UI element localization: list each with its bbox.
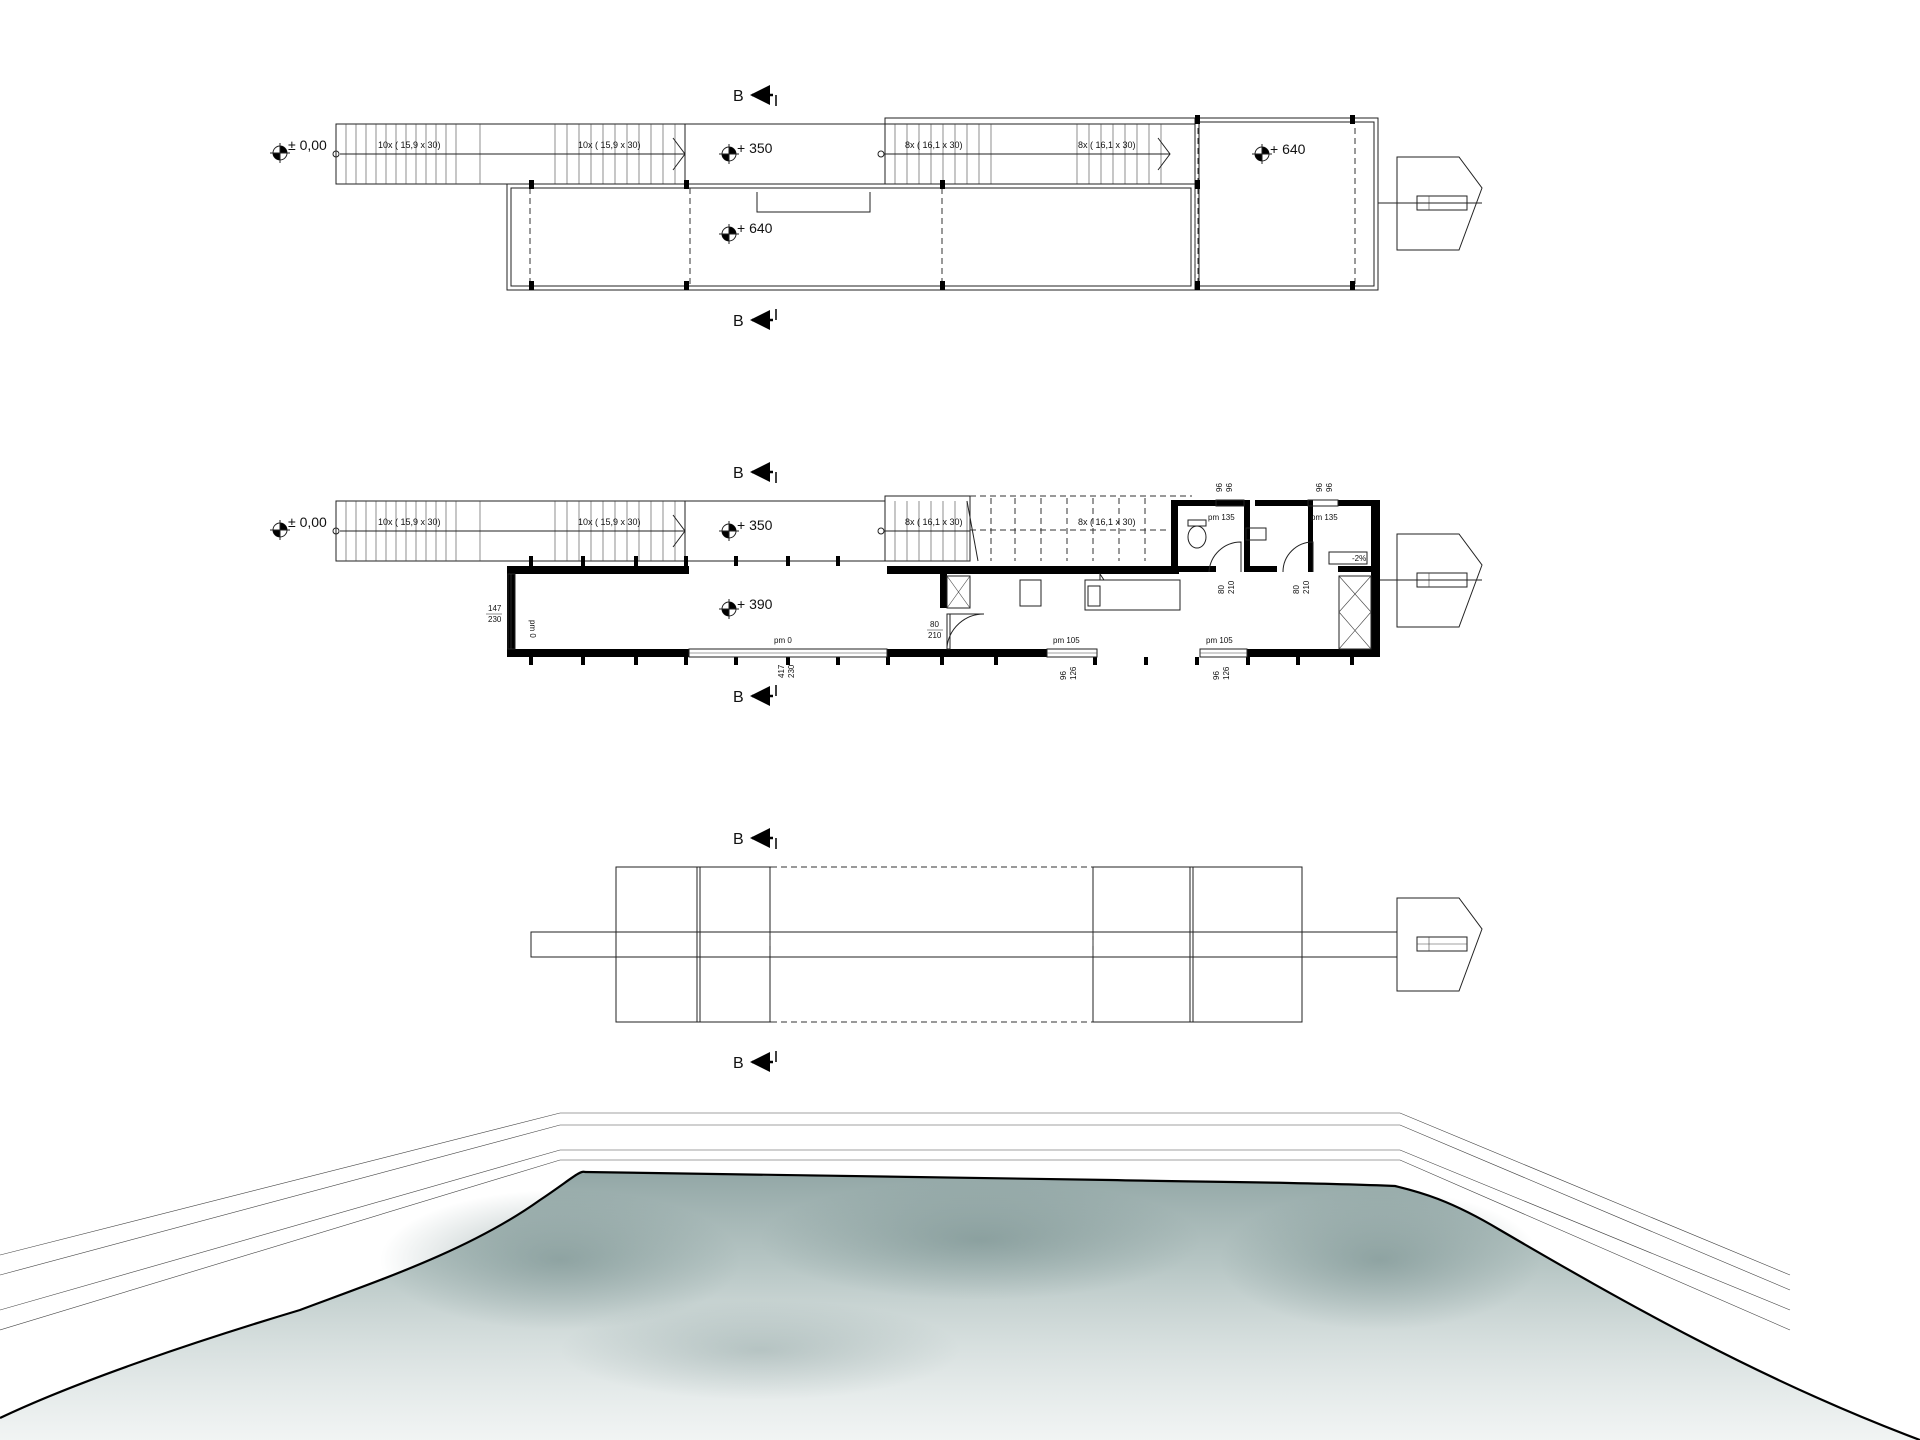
storage [1338,575,1372,650]
dim-window2-pm: pm 105 [1053,636,1080,645]
dim-shower-door-w: 80 [1292,585,1301,594]
facade-posts [529,556,1354,665]
boat-roof [1396,897,1483,992]
shower-drain [1328,551,1368,565]
dim-wc-door-w: 80 [1217,585,1226,594]
elevation-floor: + 390 [737,596,773,612]
entrance-door [946,613,985,648]
dim-shower-window-pm: pm 135 [1311,513,1338,522]
stair-label-a2: 10x ( 15,9 x 30) [578,517,641,527]
stair-run-b [884,117,1196,185]
dim-wc-window-pm: pm 135 [1208,513,1235,522]
dim-window3-h: 126 [1222,666,1231,680]
stair-label-a1: 10x ( 15,9 x 30) [378,140,441,150]
elevation-start: ± 0,00 [288,137,327,153]
dim-front-window-pm: pm 0 [774,636,792,645]
water-edge [0,1170,1920,1440]
landing [684,123,886,185]
dim-window2-h: 126 [1069,666,1078,680]
elevation-marker [1252,144,1272,164]
plan-upper: 10x ( 15,9 x 30) 10x ( 15,9 x 30) 8x ( 1… [270,85,1483,330]
stair-label-b1: 8x ( 16,1 x 30) [905,517,963,527]
elevation-landing: + 350 [737,517,773,533]
shoreline [0,1112,1920,1440]
dim-window2-w: 96 [1059,671,1068,680]
stair-label-a2: 10x ( 15,9 x 30) [578,140,641,150]
stair-label-a1: 10x ( 15,9 x 30) [378,517,441,527]
columns-upper [529,115,1355,290]
shower-door [1282,541,1314,573]
elevation-landing: + 350 [737,140,773,156]
toilet [1187,525,1207,549]
plan-roof: B B [530,828,1483,1072]
elevation-top-deck: + 640 [1270,141,1306,157]
stair-treads-b [885,495,1192,562]
left-window [507,573,516,650]
dim-left-window-top: 147 [488,604,502,613]
section-mark-top: B [733,85,777,106]
section-mark-bottom: B [733,1051,777,1072]
section-letter: B [733,689,744,706]
dim-wc-door-h: 210 [1227,580,1236,594]
slope-label: -2% [1352,554,1366,563]
dim-shower-door-h: 210 [1302,580,1311,594]
boat-upper [1378,156,1483,251]
section-mark-bottom: B [733,309,777,330]
elevation-marker [270,520,290,540]
wc-window [1215,499,1245,507]
shower-window [1307,499,1339,507]
section-mark-top: B [733,828,777,849]
stair-label-b2: 8x ( 16,1 x 30) [1078,517,1136,527]
stair-treads-a [340,124,686,184]
elevation-lower-deck: + 640 [737,220,773,236]
stair-run-b [884,495,971,562]
plan-main: 10x ( 15,9 x 30) 10x ( 15,9 x 30) 8x ( 1… [270,462,1483,706]
elevation-marker [719,521,739,541]
dim-shower-window-w: 96 [1315,483,1324,492]
section-letter: B [733,465,744,482]
cabinet [946,575,971,609]
dim-door-w: 80 [930,620,939,629]
section-mark-top: B [733,462,777,483]
lower-deck [506,183,1196,291]
stair-label-b1: 8x ( 16,1 x 30) [905,140,963,150]
dim-wc-window-w: 96 [1215,483,1224,492]
elevation-marker [719,144,739,164]
stair-label-b2: 8x ( 16,1 x 30) [1078,140,1136,150]
dim-front-window-h: 230 [787,664,796,678]
wash-basin [1245,527,1267,541]
section-letter: B [733,313,744,330]
dim-front-window-w: 417 [777,664,786,678]
dim-left-window-pm: pm 0 [528,620,537,638]
section-letter: B [733,1055,744,1072]
boat-main [1380,533,1483,628]
section-letter: B [733,88,744,105]
dim-left-window-bottom: 230 [488,615,502,624]
dim-window3-w: 96 [1212,671,1221,680]
landing [684,500,886,562]
elevation-start: ± 0,00 [288,514,327,530]
elevation-marker [270,143,290,163]
dim-shower-window-h: 96 [1325,483,1334,492]
dim-wc-window-h: 96 [1225,483,1234,492]
section-letter: B [733,831,744,848]
stair-treads-b [885,124,1171,184]
section-mark-bottom: B [733,685,777,706]
sink [1087,585,1101,607]
stove [1019,579,1042,607]
dim-door-h: 210 [928,631,942,640]
dim-window3-pm: pm 105 [1206,636,1233,645]
wc-door [1208,541,1242,573]
elevation-marker [719,599,739,619]
elevation-marker [719,224,739,244]
stair-treads-a [340,501,686,561]
kitchen-counter [1084,579,1181,611]
